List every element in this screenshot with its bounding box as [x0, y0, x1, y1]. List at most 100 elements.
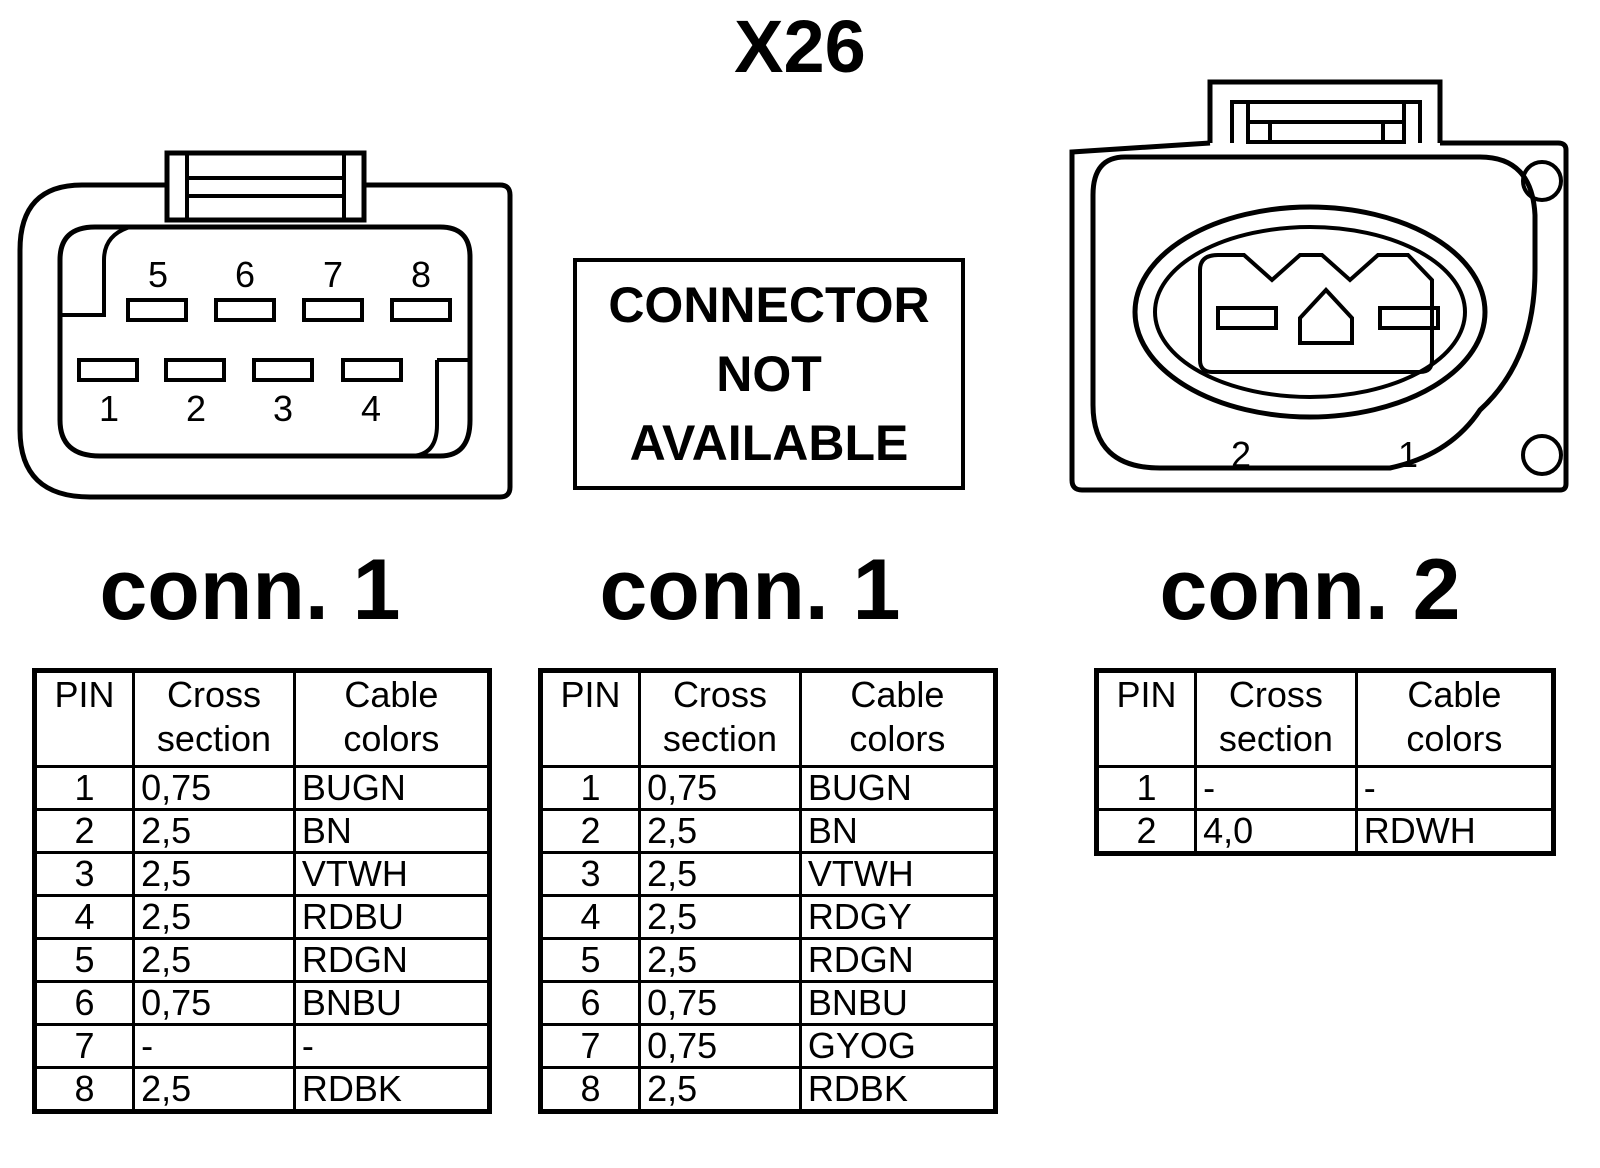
connector-label-1b: conn. 1 [599, 542, 901, 638]
cell-pin: 2 [32, 808, 136, 854]
cell-cable-color: BUGN [798, 765, 998, 811]
cell-cable-color: RDBK [292, 1066, 492, 1113]
cell-cable-color: VTWH [798, 851, 998, 897]
cell-cross-section: 2,5 [638, 808, 802, 854]
cell-cross-section: 2,5 [132, 1066, 296, 1113]
cell-cross-section: 0,75 [638, 980, 802, 1026]
table-row: 7-- [32, 1023, 492, 1069]
connector-not-available-box: CONNECTOR NOT AVAILABLE [573, 258, 965, 490]
cell-cable-color: RDBU [292, 894, 492, 940]
cell-pin: 3 [32, 851, 136, 897]
cell-cross-section: 2,5 [638, 1066, 802, 1113]
pin-label: 1 [1398, 434, 1418, 475]
cell-pin: 8 [538, 1066, 642, 1113]
cell-cable-color: BUGN [292, 765, 492, 811]
pin-label: 3 [273, 388, 293, 429]
connector-2-2pin [1069, 79, 1569, 493]
cell-cross-section: 4,0 [1194, 808, 1358, 855]
cell-cross-section: 2,5 [638, 937, 802, 983]
pin-label: 5 [148, 254, 168, 295]
cell-pin: 5 [32, 937, 136, 983]
cell-cable-color: RDBK [798, 1066, 998, 1113]
cell-cross-section: 0,75 [132, 980, 296, 1026]
connector-1-pin-labels: 5 6 7 8 1 2 3 4 [99, 254, 431, 429]
cell-cable-color: BNBU [292, 980, 492, 1026]
cell-cross-section: 2,5 [132, 808, 296, 854]
cell-pin: 2 [1094, 808, 1198, 855]
cell-cable-color: BNBU [798, 980, 998, 1026]
pin-label: 4 [361, 388, 381, 429]
cell-cross-section: 2,5 [638, 851, 802, 897]
cell-pin: 4 [538, 894, 642, 940]
cell-cross-section: - [1194, 765, 1358, 811]
diagram-title: X26 [734, 5, 866, 88]
cell-cable-color: RDWH [1354, 808, 1556, 855]
cell-cable-color: BN [798, 808, 998, 854]
cell-cross-section: 0,75 [132, 765, 296, 811]
pin-label: 6 [235, 254, 255, 295]
table-row: 1-- [1094, 765, 1556, 811]
not-available-line: AVAILABLE [629, 414, 909, 471]
cell-cable-color: - [1354, 765, 1556, 811]
header-pin: PIN [1094, 669, 1198, 768]
cell-cross-section: 2,5 [132, 937, 296, 983]
cell-pin: 6 [538, 980, 642, 1026]
cell-pin: 7 [32, 1023, 136, 1069]
cell-pin: 5 [538, 937, 642, 983]
pin-label: 2 [1231, 434, 1251, 475]
header-pin: PIN [32, 669, 136, 768]
cell-pin: 6 [32, 980, 136, 1026]
cell-cross-section: - [132, 1023, 296, 1069]
pin-label: 2 [186, 388, 206, 429]
connector-2-pin-labels: 2 1 [1231, 434, 1418, 475]
cell-cable-color: BN [292, 808, 492, 854]
cell-cable-color: RDGN [292, 937, 492, 983]
cell-cross-section: 0,75 [638, 1023, 802, 1069]
connector-label-2: conn. 2 [1159, 542, 1461, 638]
cell-pin: 8 [32, 1066, 136, 1113]
cell-cable-color: - [292, 1023, 492, 1069]
cell-pin: 7 [538, 1023, 642, 1069]
pin-label: 7 [323, 254, 343, 295]
cell-pin: 4 [32, 894, 136, 940]
pin-label: 8 [411, 254, 431, 295]
cell-cross-section: 2,5 [638, 894, 802, 940]
cell-pin: 1 [32, 765, 136, 811]
cell-pin: 3 [538, 851, 642, 897]
cell-pin: 1 [538, 765, 642, 811]
cell-cable-color: VTWH [292, 851, 492, 897]
cell-cross-section: 0,75 [638, 765, 802, 811]
cell-pin: 1 [1094, 765, 1198, 811]
cell-cable-color: RDGY [798, 894, 998, 940]
cell-cross-section: 2,5 [132, 894, 296, 940]
cell-cable-color: RDGN [798, 937, 998, 983]
cell-cable-color: GYOG [798, 1023, 998, 1069]
connector-label-1a: conn. 1 [99, 542, 401, 638]
